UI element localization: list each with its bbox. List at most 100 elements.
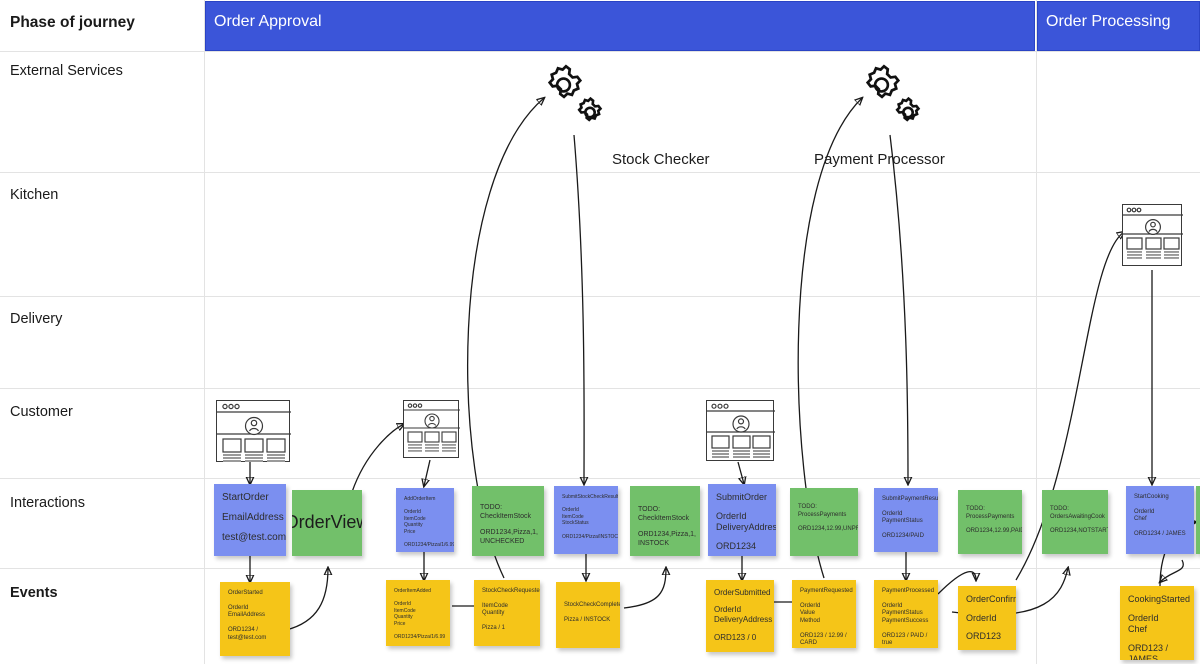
customer-screen-3[interactable] <box>706 400 775 461</box>
grid-vline <box>1036 0 1037 664</box>
gears-icon <box>547 64 603 122</box>
card-field: DeliveryAddress <box>716 522 776 533</box>
external-service-label-stock-checker: Stock Checker <box>612 151 710 168</box>
grid-hline <box>0 51 1200 52</box>
phase-header-order-processing[interactable]: Order Processing <box>1037 1 1200 51</box>
card-title: TODO: CheckItemStock <box>480 504 531 520</box>
card-title: OrderConfirmed <box>966 594 1016 604</box>
card-field: OrderId <box>882 602 903 609</box>
card-field: Quantity <box>404 522 423 529</box>
row-label-kitchen: Kitchen <box>10 187 59 203</box>
card-field: ItemCode <box>482 602 509 609</box>
card-value: ORD1234,12.99,PAID <box>966 528 1022 535</box>
grid-hline <box>0 568 1200 569</box>
card-value: ORD1234 / test@test.com <box>228 627 267 641</box>
card-field: OrderId <box>394 601 411 608</box>
card-title: TODO: CheckItemStock <box>638 506 689 522</box>
card-title: OrderItemAdded <box>394 588 431 594</box>
card-field: EmailAddress <box>228 612 266 619</box>
card-field: PaymentStatus <box>882 610 923 617</box>
card-title: SubmitPaymentResult <box>882 496 938 502</box>
card-title: AddOrderItem <box>404 496 436 502</box>
card-title: PaymentRequested <box>800 588 853 594</box>
card-field: StockStatus <box>562 520 589 527</box>
card-field: ItemCode <box>394 607 416 614</box>
interaction-card[interactable]: AddOrderItem OrderId ItemCode Quantity P… <box>396 488 454 552</box>
card-value: Pizza / 1 <box>482 625 506 632</box>
interaction-card[interactable]: SubmitOrder OrderId DeliveryAddress ORD1… <box>708 484 776 556</box>
grid-hline <box>0 296 1200 297</box>
interaction-card[interactable]: TODO: CheckItemStock ORD1234,Pizza,1, UN… <box>472 486 544 556</box>
card-title: OrderView <box>292 512 362 533</box>
event-card[interactable]: OrderStarted OrderId EmailAddress ORD123… <box>220 582 290 656</box>
event-card[interactable]: OrderConfirmed OrderId ORD123 <box>958 586 1016 650</box>
card-value: ORD123 / PAID / true <box>882 632 928 647</box>
card-value: ORD123 / 12.99 / CARD <box>800 632 847 647</box>
gears-icon <box>865 64 921 122</box>
card-value: test@test.com <box>222 531 286 543</box>
card-field: PaymentSuccess <box>882 618 929 625</box>
interaction-card-partial[interactable] <box>1196 486 1200 554</box>
interaction-card[interactable]: TODO: CheckItemStock ORD1234,Pizza,1, IN… <box>630 486 700 556</box>
card-field: OrderId <box>562 507 579 514</box>
interaction-card[interactable]: TODO: ProcessPayments ORD1234,12.99,UNPR… <box>790 488 858 556</box>
row-label-events: Events <box>10 585 58 601</box>
browser-window-icon <box>404 403 460 452</box>
card-title: TODO: OrdersAwaitingCook <box>1050 506 1105 520</box>
card-field: PaymentStatus <box>882 518 923 525</box>
card-field: Quantity <box>482 610 505 617</box>
kitchen-screen-1[interactable] <box>1122 204 1183 266</box>
interaction-card[interactable]: SubmitPaymentResult OrderId PaymentStatu… <box>874 488 938 552</box>
card-value: ORD1234/Pizza/1/6.99 <box>394 633 446 640</box>
card-field: ItemCode <box>562 513 584 520</box>
event-card[interactable]: OrderSubmitted OrderId DeliveryAddress O… <box>706 580 774 652</box>
interaction-card[interactable]: StartCooking OrderId Chef ORD1234 / JAME… <box>1126 486 1194 554</box>
event-card[interactable]: StockCheckRequested ItemCode Quantity Pi… <box>474 580 540 646</box>
card-field: OrderId <box>966 612 997 623</box>
card-value: ORD1234,12.99,UNPROCESSED <box>798 526 858 533</box>
card-field: Method <box>800 618 821 625</box>
interaction-card[interactable]: TODO: OrdersAwaitingCook ORD1234,NOTSTAR… <box>1042 490 1108 554</box>
card-value: ORD1234/PAID <box>882 533 924 540</box>
interaction-card[interactable]: StartOrder EmailAddress test@test.com <box>214 484 286 556</box>
row-label-external-services: External Services <box>10 63 123 79</box>
card-field: Chef <box>1134 516 1147 523</box>
phase-header-order-approval[interactable]: Order Approval <box>205 1 1035 51</box>
card-field: OrderId <box>1134 508 1155 515</box>
card-title: OrderSubmitted <box>714 588 771 597</box>
card-field: Quantity <box>394 614 413 621</box>
event-card[interactable]: CookingStarted OrderId Chef ORD123 / JAM… <box>1120 586 1194 660</box>
interaction-card[interactable]: TODO: ProcessPayments ORD1234,12.99,PAID <box>958 490 1022 554</box>
event-card[interactable]: PaymentRequested OrderId Value Method OR… <box>792 580 856 648</box>
card-title: StartCooking <box>1134 494 1169 500</box>
row-label-customer: Customer <box>10 404 73 420</box>
event-card[interactable]: OrderItemAdded OrderId ItemCode Quantity… <box>386 580 450 646</box>
external-service-label-payment-processor: Payment Processor <box>814 151 945 168</box>
row-label-phase-of-journey: Phase of journey <box>10 14 135 31</box>
grid-vline <box>204 0 205 664</box>
customer-screen-2[interactable] <box>403 400 460 458</box>
card-field: EmailAddress <box>222 511 284 523</box>
external-service-payment-processor[interactable] <box>856 60 926 138</box>
browser-window-icon <box>217 403 291 462</box>
card-title: TODO: ProcessPayments <box>798 504 847 518</box>
card-title: OrderStarted <box>228 590 263 596</box>
browser-window-icon <box>707 403 775 458</box>
event-card[interactable]: PaymentProcessed OrderId PaymentStatus P… <box>874 580 938 648</box>
card-value: ORD123 / JAMES <box>1128 642 1169 660</box>
card-field: OrderId <box>882 510 903 517</box>
card-field: Chef <box>1128 624 1148 635</box>
row-label-interactions: Interactions <box>10 495 85 511</box>
event-card[interactable]: StockCheckCompleted Pizza / INSTOCK <box>556 582 620 648</box>
card-title: SubmitStockCheckResult <box>562 494 618 500</box>
interaction-card[interactable]: OrderView <box>292 490 362 556</box>
card-value: ORD1234/Pizza/1/6.99 <box>404 541 454 548</box>
card-value: ORD1234/Pizza/INSTOCK <box>562 533 618 540</box>
interaction-card[interactable]: SubmitStockCheckResult OrderId ItemCode … <box>554 486 618 554</box>
card-field: OrderId <box>1128 612 1159 623</box>
customer-screen-1[interactable] <box>216 400 291 462</box>
grid-hline <box>0 172 1200 173</box>
external-service-stock-checker[interactable] <box>538 60 608 138</box>
card-field: OrderId <box>800 602 821 609</box>
